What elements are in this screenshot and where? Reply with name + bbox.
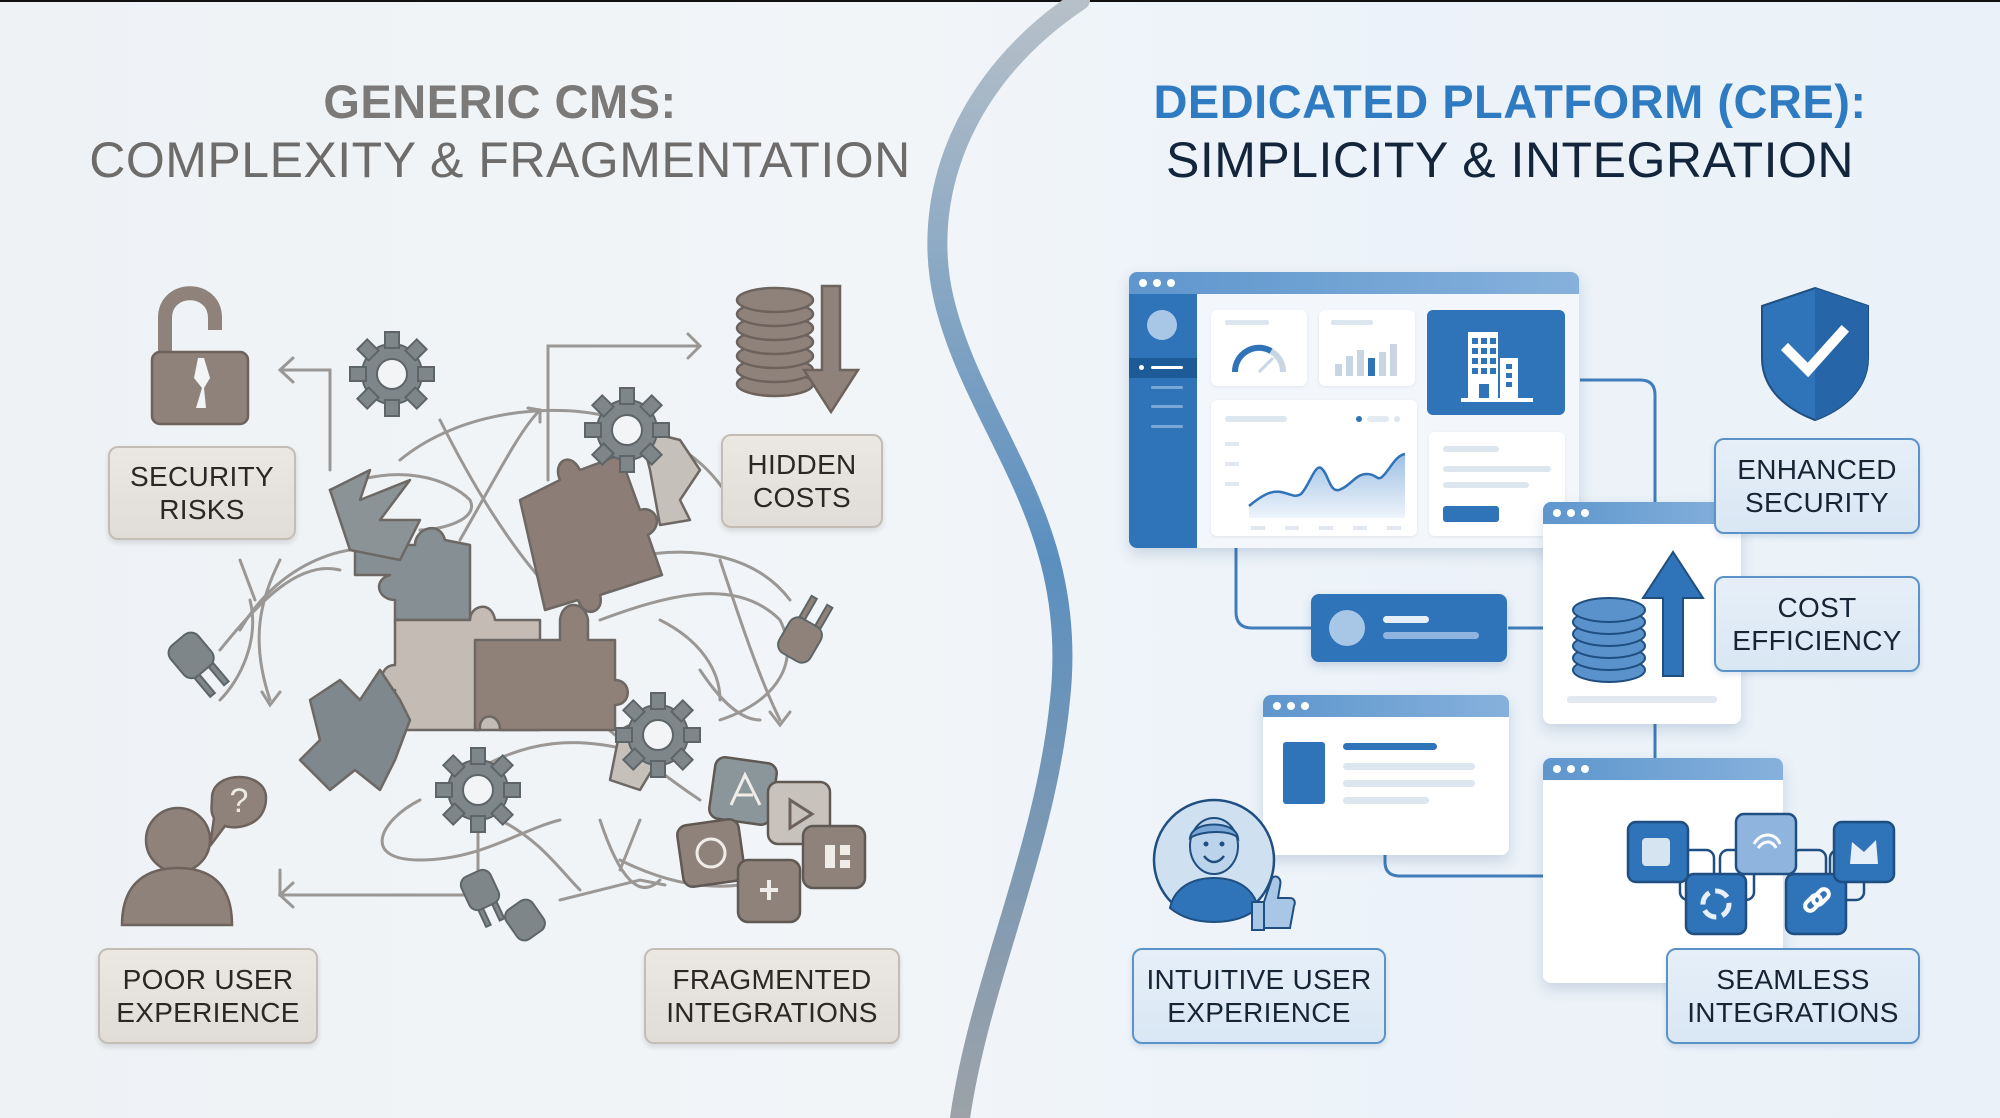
sidebar-line: [1151, 366, 1183, 369]
label-line: SECURITY: [1745, 487, 1889, 518]
info-card: [1429, 432, 1565, 536]
left-title: GENERIC CMS: COMPLEXITY & FRAGMENTATION: [50, 74, 950, 189]
broken-padlock-icon: [150, 286, 250, 426]
profile-line: [1383, 616, 1429, 623]
line-chart-card: [1211, 400, 1417, 536]
label-line: COST: [1777, 592, 1857, 623]
happy-user-thumbs-up-icon: [1152, 798, 1296, 931]
profile-avatar: [1329, 610, 1365, 646]
placeholder-line: [1443, 482, 1529, 488]
sidebar-avatar: [1147, 310, 1177, 340]
window-titlebar: [1129, 272, 1579, 294]
label-line: HIDDEN: [747, 449, 857, 480]
linked-app-icons: [1626, 812, 1896, 936]
label-line: EFFICIENCY: [1732, 625, 1902, 656]
placeholder-line: [1443, 446, 1499, 452]
line-chart: [1225, 416, 1406, 530]
label-line: POOR USER: [122, 964, 294, 995]
dashboard-sidebar: [1129, 294, 1197, 548]
building-card: [1427, 310, 1565, 415]
gauge-icon: [1225, 320, 1286, 374]
right-title: DEDICATED PLATFORM (CRE): SIMPLICITY & I…: [1060, 74, 1960, 189]
svg-text:?: ?: [230, 782, 249, 820]
sidebar-line: [1151, 405, 1183, 408]
sidebar-line: [1151, 425, 1183, 428]
label-line: COSTS: [753, 482, 851, 513]
sidebar-line: [1151, 386, 1183, 389]
bar-chart-icon: [1331, 320, 1397, 376]
label-line: RISKS: [159, 494, 245, 525]
label-line: EXPERIENCE: [116, 997, 300, 1028]
label-line: SECURITY: [130, 461, 274, 492]
dashboard-window: [1129, 272, 1579, 548]
label-line: INTEGRATIONS: [666, 997, 878, 1028]
heading-line: [1343, 743, 1437, 750]
window-titlebar: [1263, 695, 1509, 717]
profile-pill: [1311, 594, 1507, 662]
sidebar-dot: [1139, 365, 1144, 370]
label-line: FRAGMENTED: [672, 964, 872, 995]
label-line: ENHANCED: [1737, 454, 1897, 485]
content-window: [1263, 695, 1509, 855]
bar-chart-card: [1319, 310, 1415, 386]
label-line: EXPERIENCE: [1167, 997, 1351, 1028]
gauge-card: [1211, 310, 1307, 386]
gear-icon: [349, 331, 701, 833]
tangled-chaos-illustration: ?: [120, 284, 867, 942]
coin-stack-down-arrow-icon: [735, 284, 861, 415]
building-icon: [1461, 332, 1533, 402]
cost-window: [1543, 502, 1741, 724]
left-title-sub: COMPLEXITY & FRAGMENTATION: [89, 132, 911, 188]
text-line: [1343, 763, 1475, 770]
profile-line: [1383, 632, 1479, 639]
top-border: [0, 0, 2000, 2]
right-title-sub: SIMPLICITY & INTEGRATION: [1165, 132, 1855, 188]
window-titlebar: [1543, 758, 1783, 780]
window-titlebar: [1543, 502, 1741, 524]
label-line: SEAMLESS: [1716, 964, 1870, 995]
confused-user-icon: ?: [120, 775, 268, 927]
label-line: INTEGRATIONS: [1687, 997, 1899, 1028]
coin-stack-up-arrow-icon: [1567, 550, 1717, 703]
shield-check-icon: [1761, 286, 1869, 422]
app-icons-cluster: [676, 756, 867, 924]
label-line: INTUITIVE USER: [1146, 964, 1372, 995]
placeholder-line: [1443, 466, 1551, 472]
image-block: [1283, 742, 1325, 804]
unplugged-plug-icon: [167, 594, 834, 942]
left-title-bold: GENERIC CMS:: [323, 75, 677, 128]
right-title-bold: DEDICATED PLATFORM (CRE):: [1153, 75, 1867, 128]
text-line: [1343, 797, 1429, 804]
action-button[interactable]: [1443, 506, 1499, 522]
text-line: [1343, 780, 1475, 787]
